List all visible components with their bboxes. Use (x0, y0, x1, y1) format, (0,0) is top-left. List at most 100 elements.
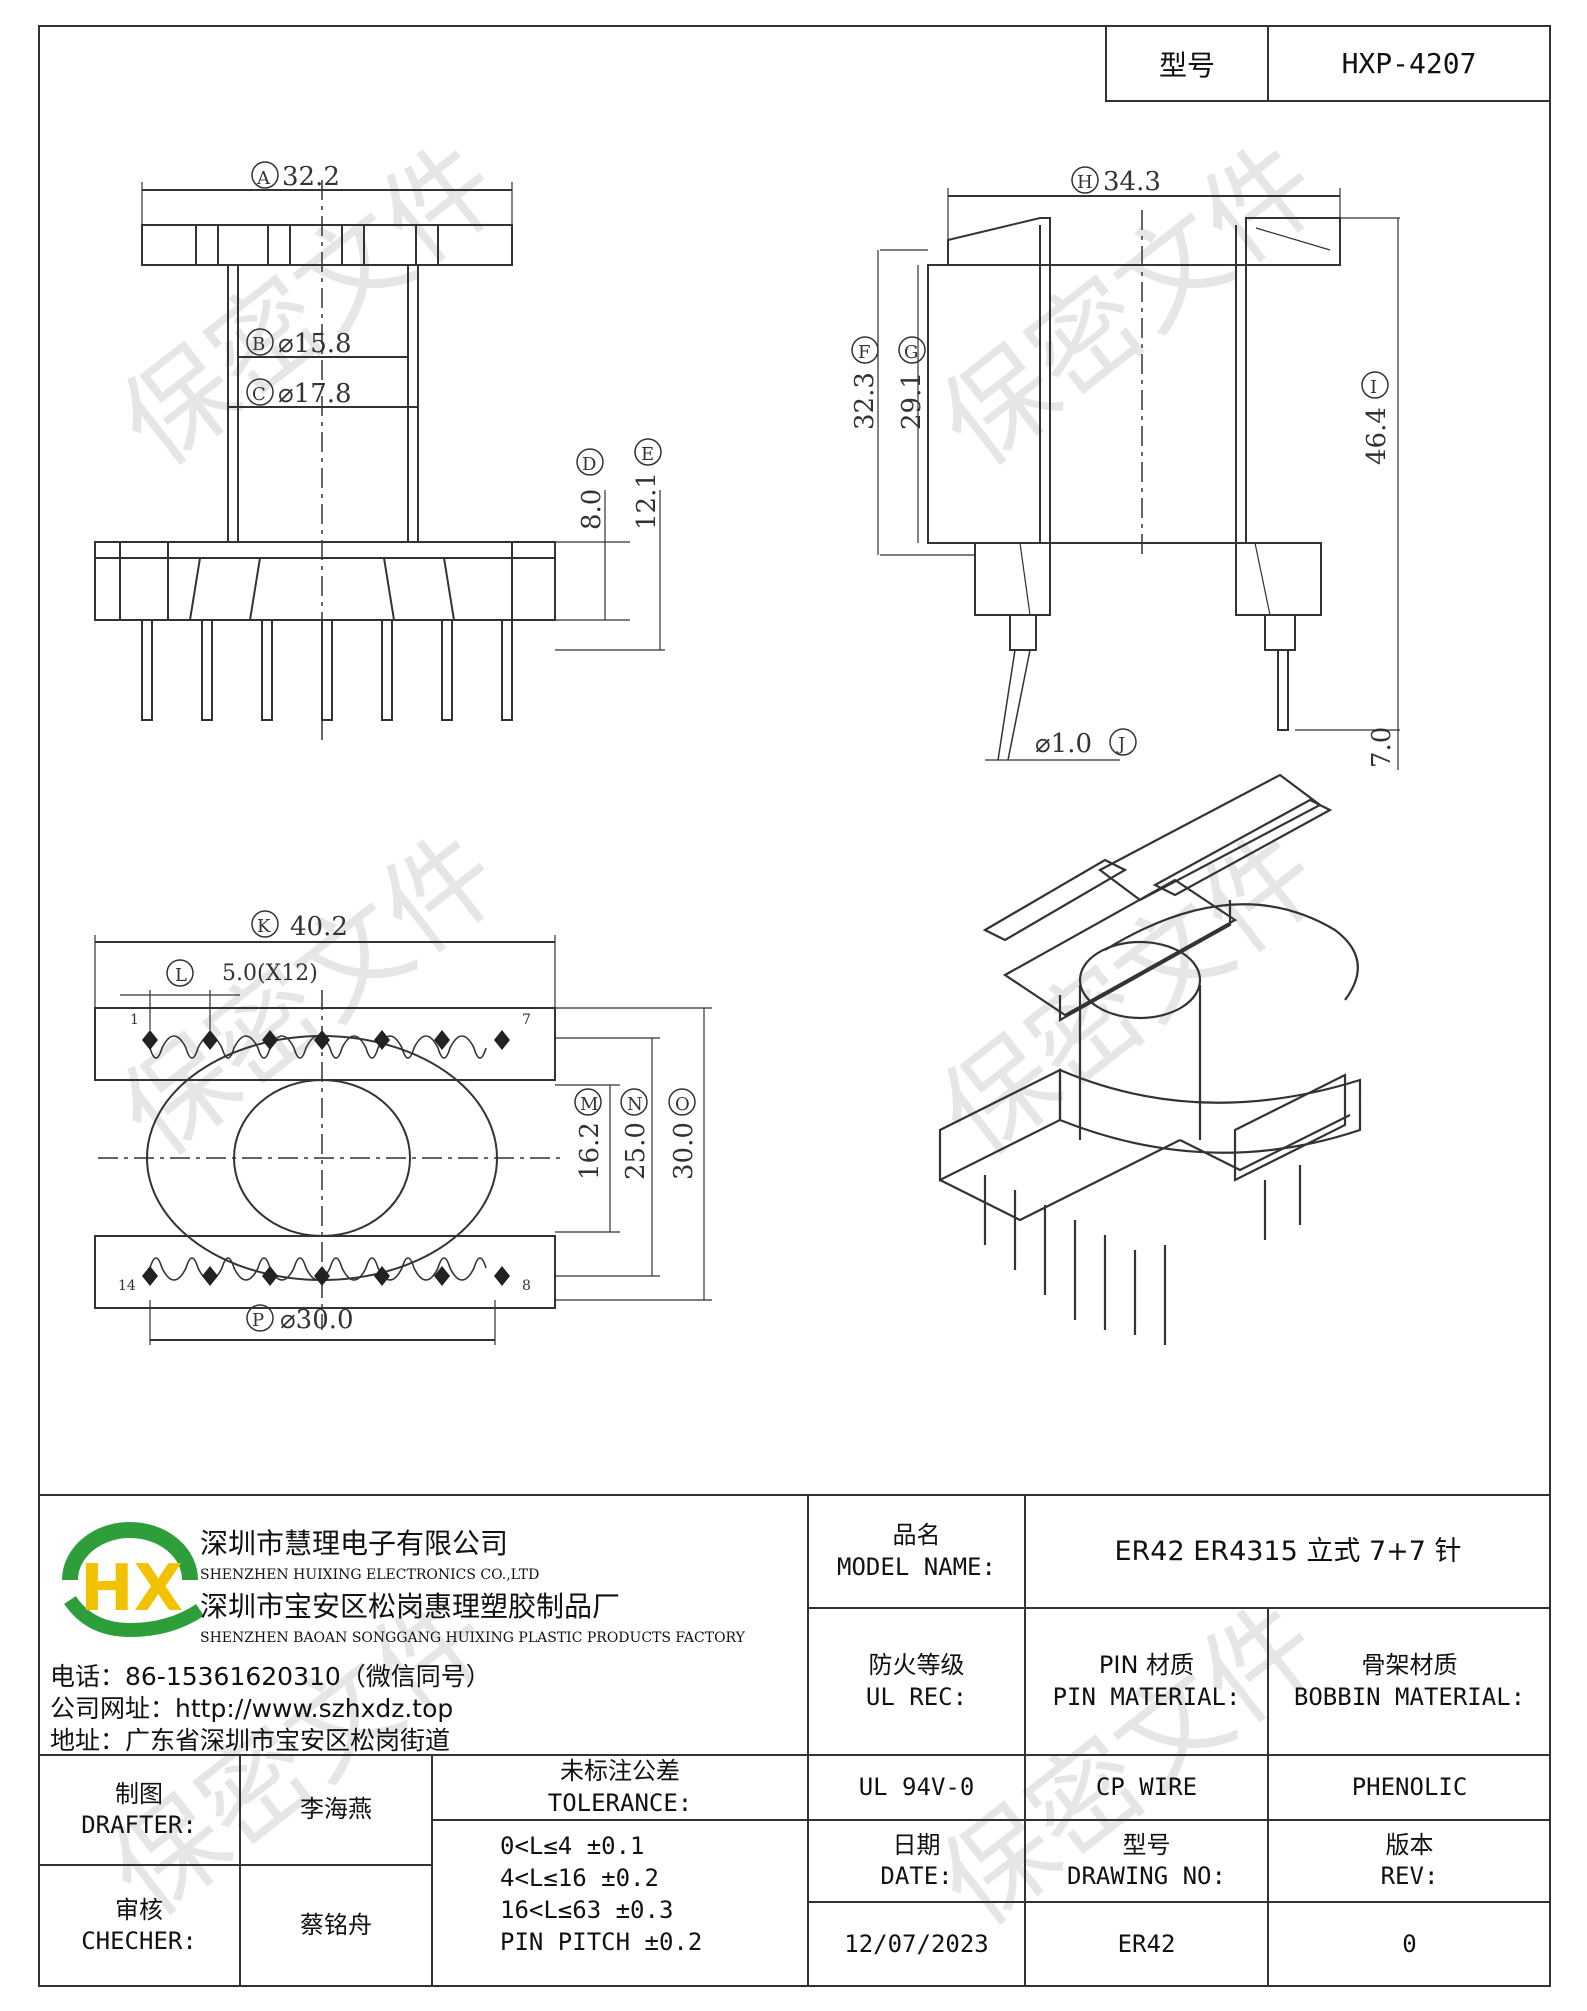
svg-text:25.0: 25.0 (621, 1122, 651, 1180)
tolerance-row: 0<L≤4 ±0.1 (500, 1832, 645, 1860)
dim-m: M16.2 (574, 1088, 605, 1180)
svg-text:32.2: 32.2 (282, 162, 340, 192)
dim-c: C ⌀17.8 (246, 378, 352, 409)
dim-b: B⌀15.8 (246, 328, 352, 359)
bobbin-material-value: PHENOLIC (1351, 1772, 1468, 1801)
svg-text:J: J (1116, 734, 1125, 755)
dim-a: A 32.2 (251, 161, 340, 192)
rev-value: 0 (1402, 1929, 1417, 1958)
rev-label-cn: 版本 (1385, 1830, 1434, 1859)
tolerance-row: PIN PITCH ±0.2 (500, 1928, 703, 1956)
svg-text:⌀17.8: ⌀17.8 (278, 379, 352, 409)
checker-label-cn: 审核 (115, 1895, 163, 1924)
company-phone: 电话：86-15361620310（微信同号） (50, 1662, 491, 1691)
model-header: 型号 HXP-4207 (1105, 25, 1551, 102)
model-name-label-cn: 品名 (892, 1521, 941, 1550)
svg-text:O: O (675, 1094, 690, 1115)
drawing-no-label-cn: 型号 (1122, 1830, 1171, 1859)
dim-g: G29.1 (897, 336, 927, 430)
svg-text:A: A (256, 168, 271, 189)
svg-text:N: N (627, 1094, 643, 1115)
dim-i: I 46.4 (1361, 371, 1392, 465)
logo-text: HX (80, 1552, 183, 1626)
checker-label-en: CHECHER: (81, 1927, 197, 1955)
checker-label: 审核 CHECHER: (38, 1865, 240, 1987)
factory-name-cn: 深圳市宝安区松岗惠理塑胶制品厂 (200, 1590, 621, 1623)
tolerance-label-cn: 未标注公差 (560, 1757, 680, 1786)
svg-text:I: I (1370, 377, 1377, 398)
drafter-name: 李海燕 (300, 1795, 372, 1824)
bobbin-material-label-en: BOBBIN MATERIAL: (1293, 1682, 1526, 1711)
company-name-en: SHENZHEN HUIXING ELECTRONICS CO.,LTD (200, 1567, 540, 1583)
date-label: 日期 DATE: (808, 1820, 1025, 1902)
date-value: 12/07/2023 (844, 1929, 989, 1958)
svg-text:H: H (1077, 172, 1093, 193)
drafter-label: 制图 DRAFTER: (38, 1755, 240, 1865)
factory-name-en: SHENZHEN BAOAN SONGGANG HUIXING PLASTIC … (200, 1630, 745, 1646)
pin-number-1: 1 (130, 1012, 139, 1028)
bobbin-material-label-cn: 骨架材质 (1361, 1651, 1458, 1680)
pin-material-value: CP WIRE (1095, 1772, 1198, 1801)
svg-text:⌀15.8: ⌀15.8 (278, 329, 352, 359)
drawing-no-label-en: DRAWING NO: (1067, 1862, 1226, 1890)
drafter-label-cn: 制图 (115, 1779, 163, 1808)
date-label-cn: 日期 (892, 1830, 941, 1859)
ul-rec-label-en: UL REC: (865, 1682, 968, 1711)
svg-text:8.0: 8.0 (577, 489, 607, 530)
pin-number-14: 14 (118, 1278, 136, 1294)
dim-p: P⌀30.0 (246, 1304, 354, 1335)
company-website[interactable]: 公司网址：http://www.szhxdz.top (50, 1694, 454, 1723)
dim-o: O30.0 (668, 1088, 699, 1180)
model-name-value: ER42 ER4315 立式 7+7 针 (1114, 1535, 1462, 1567)
svg-text:12.1: 12.1 (632, 472, 662, 530)
svg-text:F: F (858, 342, 871, 363)
svg-text:5.0(X12): 5.0(X12) (222, 961, 318, 986)
svg-text:46.4: 46.4 (1362, 407, 1392, 465)
rev-label-en: REV: (1380, 1862, 1439, 1890)
model-name-label: 品名 MODEL NAME: (808, 1495, 1025, 1608)
svg-text:G: G (904, 342, 918, 363)
tolerance-row: 4<L≤16 ±0.2 (500, 1864, 659, 1892)
model-number: HXP-4207 (1341, 47, 1477, 80)
dim-h: H 34.3 (1071, 166, 1161, 197)
svg-text:C: C (252, 384, 266, 405)
drafter-label-en: DRAFTER: (81, 1811, 197, 1839)
dim-d: D8.0 (576, 448, 607, 530)
svg-text:40.2: 40.2 (290, 912, 348, 942)
checker-name: 蔡铭舟 (300, 1911, 372, 1940)
svg-text:7.0: 7.0 (1367, 727, 1397, 768)
tolerance-row: 16<L≤63 ±0.3 (500, 1896, 674, 1924)
pin-number-8: 8 (522, 1278, 531, 1294)
company-name-cn: 深圳市慧理电子有限公司 (200, 1527, 509, 1560)
bottom-view (94, 935, 712, 1345)
ul-rec-label-cn: 防火等级 (868, 1651, 965, 1680)
model-label: 型号 (1107, 27, 1269, 100)
pin-material-label-cn: PIN 材质 (1098, 1651, 1195, 1680)
dim-n: N 25.0 (620, 1088, 651, 1180)
dim-l: L 5.0(X12) (166, 959, 318, 987)
dim-j: J⌀1.0 (1035, 728, 1137, 759)
front-view (94, 180, 665, 740)
svg-text:34.3: 34.3 (1103, 167, 1161, 197)
svg-text:E: E (641, 444, 654, 465)
side-view (877, 188, 1400, 770)
svg-text:⌀30.0: ⌀30.0 (280, 1305, 354, 1335)
drawing-no-label: 型号 DRAWING NO: (1025, 1820, 1268, 1902)
svg-text:L: L (175, 965, 187, 986)
svg-text:M: M (580, 1094, 598, 1115)
drawing-no-value: ER42 (1117, 1929, 1176, 1958)
pin-number-7: 7 (522, 1012, 531, 1028)
pin-material-label: PIN 材质 PIN MATERIAL: (1025, 1608, 1268, 1755)
ul-rec-label: 防火等级 UL REC: (808, 1608, 1025, 1755)
drawing-frame (38, 25, 1551, 1987)
isometric-view (938, 773, 1362, 1345)
dim-e: E 12.1 (632, 438, 662, 530)
tolerance-label: 未标注公差 TOLERANCE: (432, 1755, 808, 1820)
model-name-label-en: MODEL NAME: (837, 1552, 996, 1581)
rev-label: 版本 REV: (1268, 1820, 1551, 1902)
company-logo: HX (62, 1522, 204, 1638)
